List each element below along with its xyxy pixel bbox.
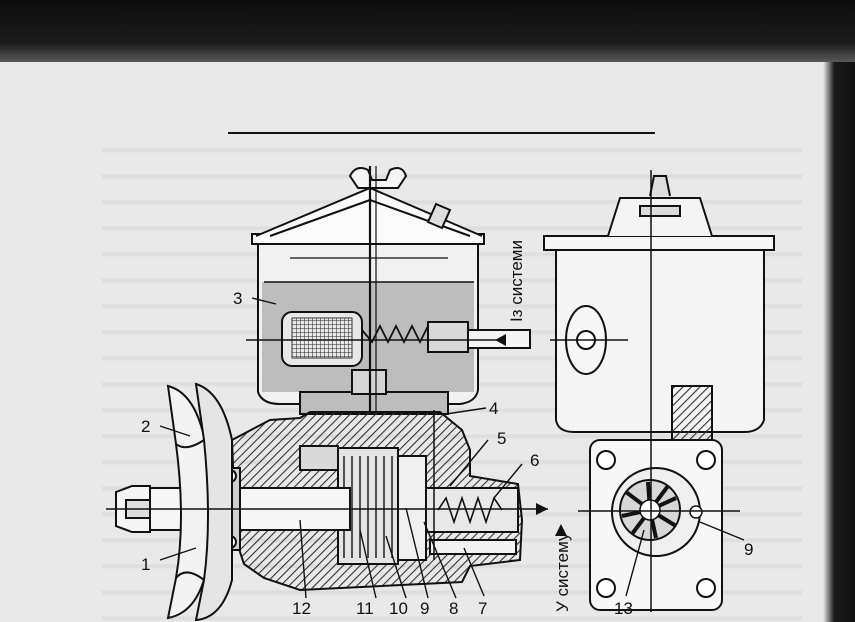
external-view-center-lines [550,170,740,612]
pulley [166,382,233,622]
label-2: 2 [141,417,150,436]
label-9-left: 9 [420,599,429,618]
label-7: 7 [478,599,487,618]
label-11: 11 [356,599,374,618]
label-1: 1 [141,555,150,574]
label-3: 3 [233,289,242,308]
label-4: 4 [489,399,498,418]
outlet-arrow [536,503,548,515]
label-9-right: 9 [744,540,753,559]
label-13: 13 [614,599,633,618]
to-system-caption: У систему [553,532,572,612]
right-shadow-edge [823,62,855,622]
external-view [543,175,775,611]
label-12: 12 [292,599,311,618]
leader-lines [159,297,745,599]
to-system-arrow [555,524,567,536]
inlet-arrow [495,334,506,346]
center-lines [106,339,548,560]
part-numbers: 1 2 3 4 5 6 7 8 9 10 11 12 9 13 [141,289,753,618]
top-shadow-band [0,0,855,62]
from-system-caption: Із системи [507,240,526,322]
reservoir-assembly [251,167,531,415]
label-6: 6 [530,451,539,470]
label-8: 8 [449,599,458,618]
label-10: 10 [389,599,408,618]
label-5: 5 [497,429,506,448]
